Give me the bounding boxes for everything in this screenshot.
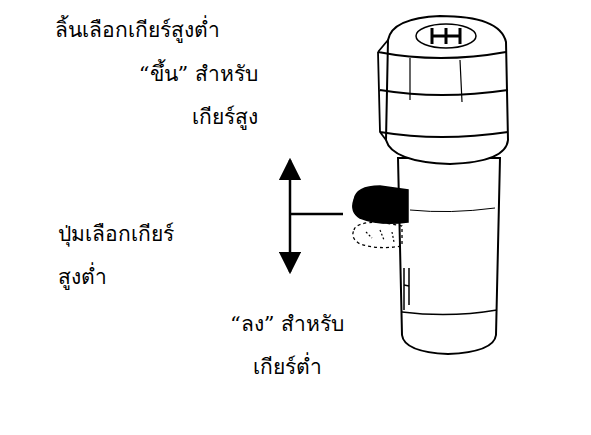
shift-emblem: [416, 24, 476, 48]
cap-edges: [378, 40, 508, 140]
part-label: ปุ่มเลือกเกียร์ สูงต่ำ: [58, 213, 184, 299]
button-slot: [404, 268, 409, 310]
selector-lever-down: [353, 222, 402, 248]
part-label: ลิ้นเลือกเกียร์สูงต่ำ: [55, 9, 220, 52]
slot-mark: [404, 285, 409, 286]
part-label: “ลง” สำหรับ เกียร์ต่ำ: [221, 303, 353, 389]
selector-lever-up: [353, 186, 408, 223]
leader-line: [289, 213, 343, 216]
down-arrow: [289, 214, 292, 272]
cap-facets: [410, 58, 462, 102]
part-label: “ขึ้น” สำหรับ เกียร์สูง: [125, 53, 258, 139]
up-arrow: [289, 160, 292, 214]
knob-groove: [402, 310, 497, 315]
knob-body: [398, 158, 500, 354]
body-shade: [410, 208, 495, 212]
knob-cap: [386, 16, 508, 164]
shift-pattern: [432, 28, 460, 44]
lever-dashed-marks: [366, 230, 394, 242]
